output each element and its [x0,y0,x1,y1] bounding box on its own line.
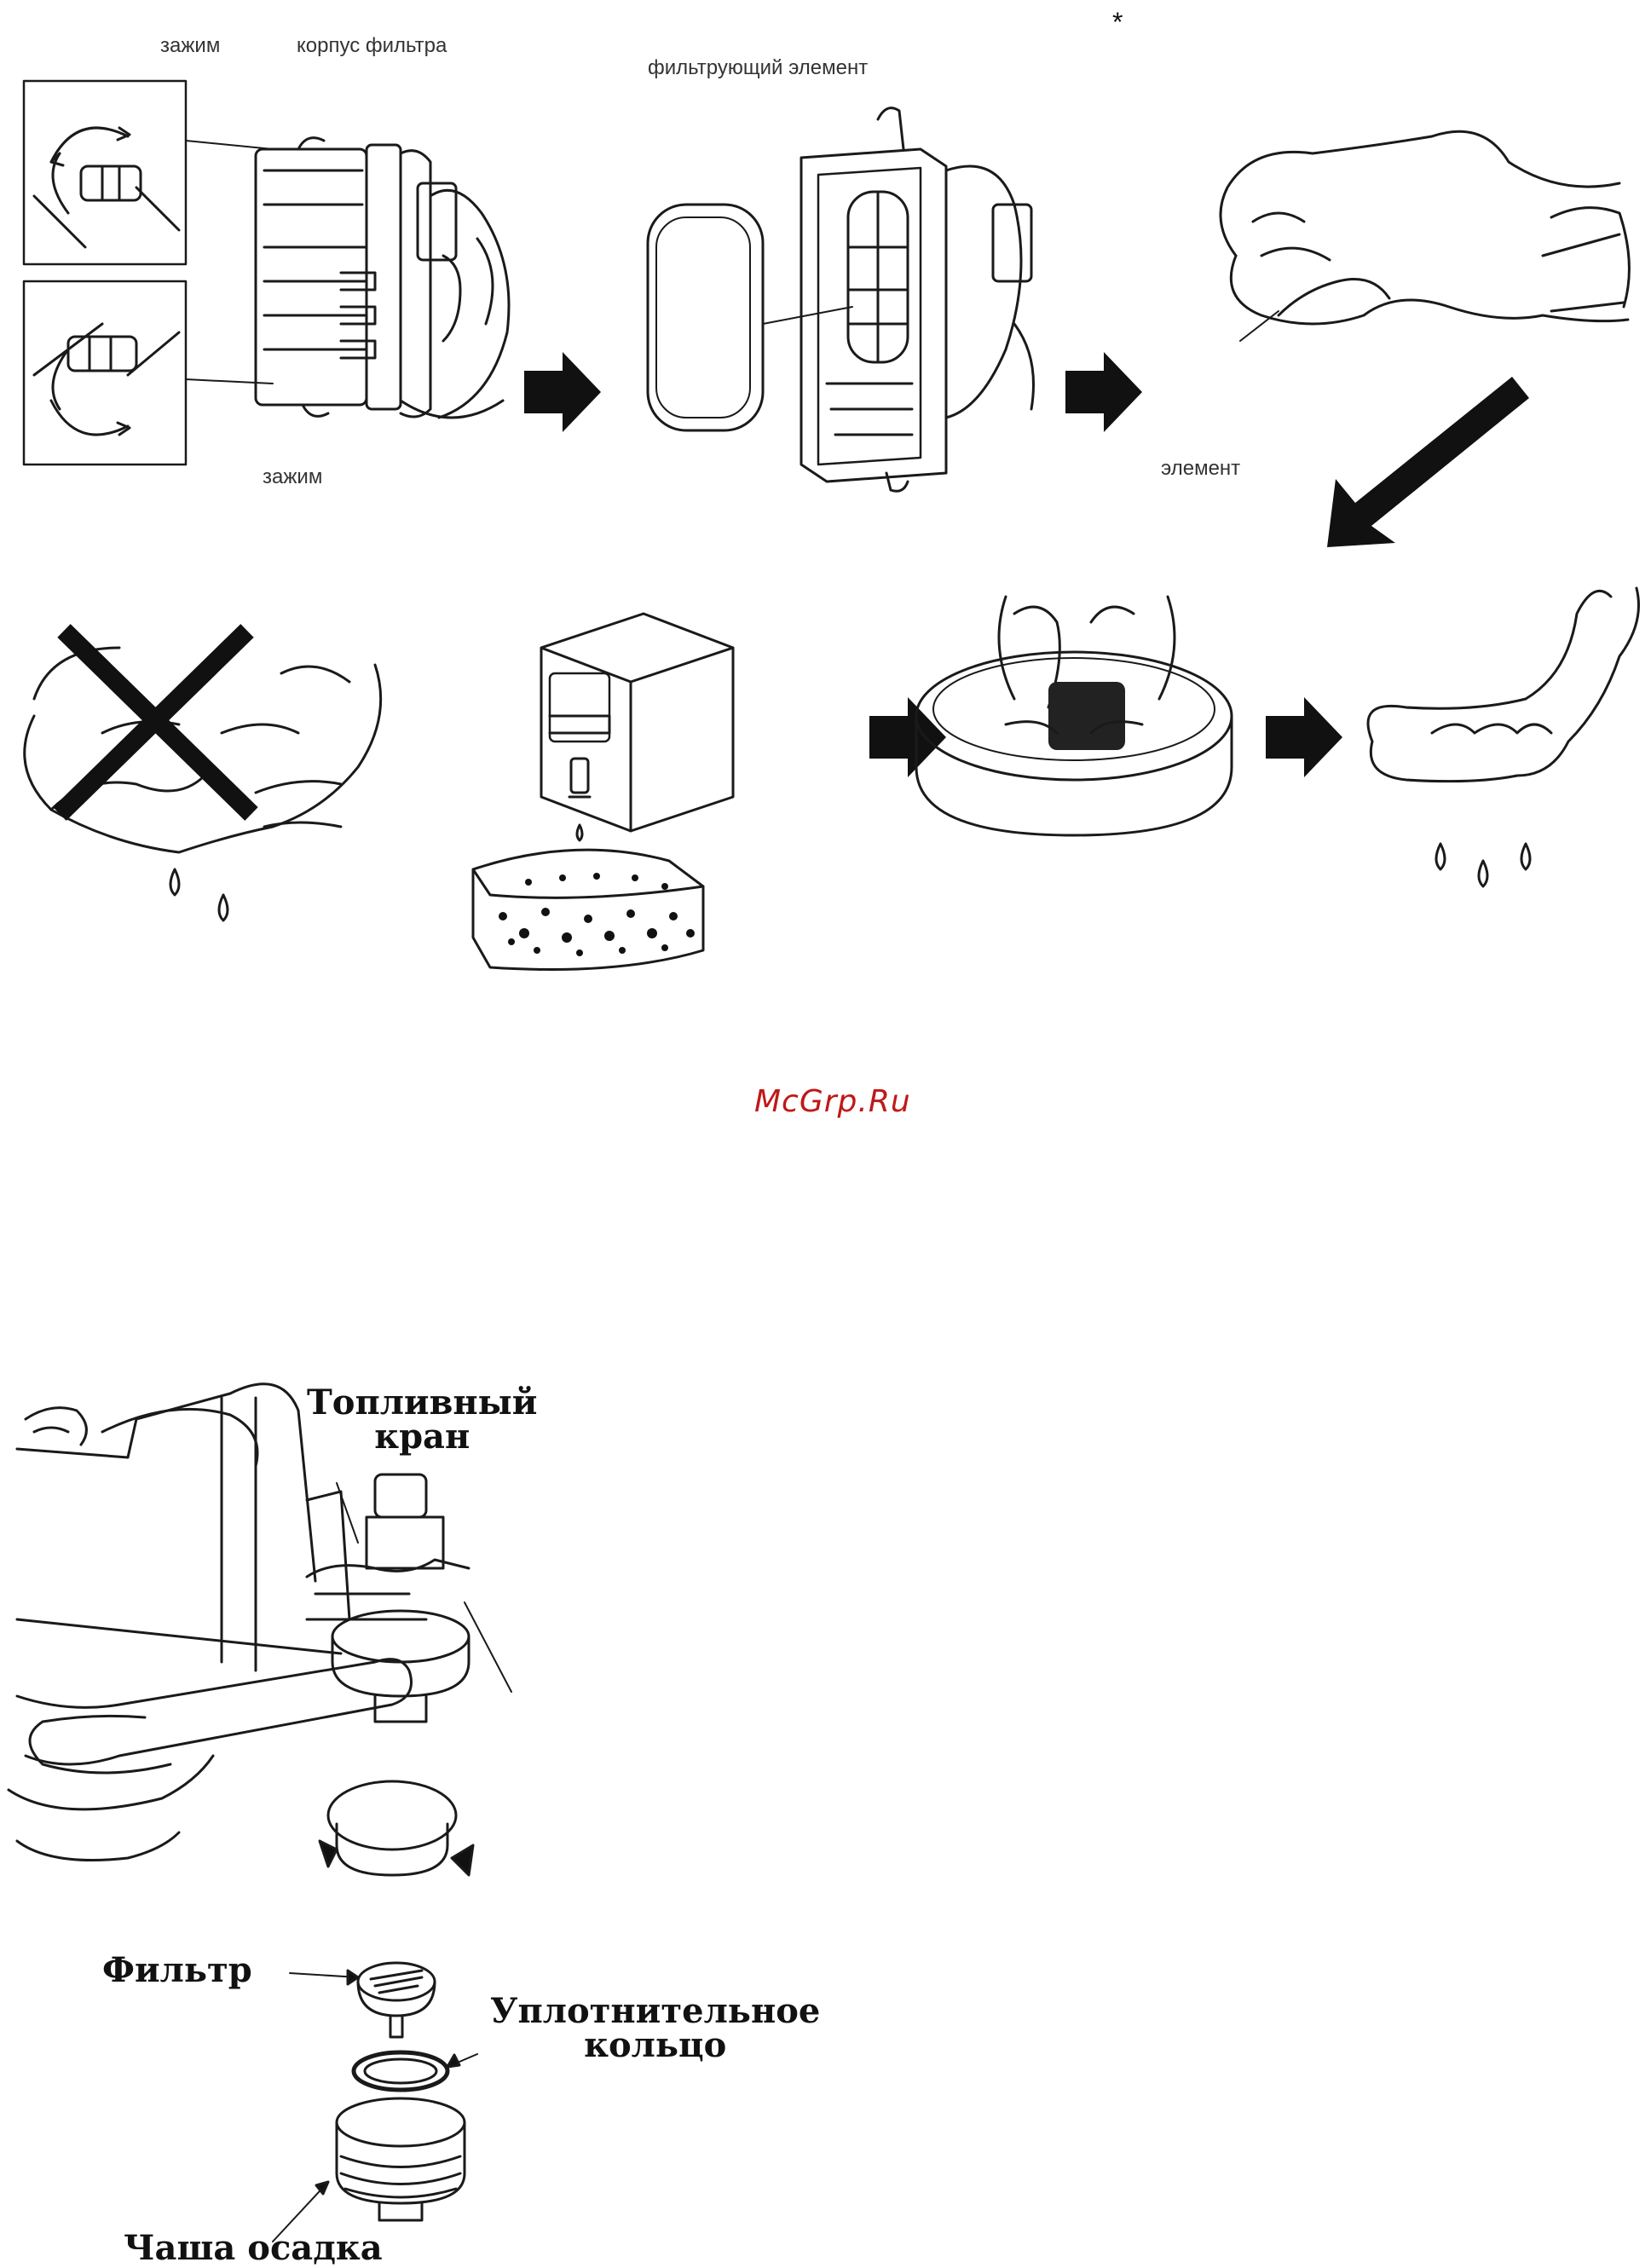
label-element: элемент [1161,459,1240,479]
prohibited-x-mark [60,631,251,814]
label-clip-bottom: зажим [263,467,322,488]
sponge-drawing [473,850,703,969]
step-arrow-diagonal [1327,377,1529,547]
label-filter: Фильтр [102,1953,252,1988]
label-filter-element: фильтрующий элемент [648,58,868,78]
sediment-cup-drawing [273,2098,465,2242]
air-cleaner-housing-drawing [24,81,509,465]
step-arrow [869,697,946,777]
washing-basin-drawing [916,597,1232,835]
label-fuel-valve: Топливный кран [307,1386,537,1454]
label-filter-housing: корпус фильтра [297,36,447,56]
o-ring-drawing [354,2052,477,2090]
step-arrow [524,352,601,432]
squeezing-element-drawing [1368,588,1639,886]
label-sediment-cup: Чаша осадка [124,2231,383,2265]
fuel-valve-drawing [9,1384,511,1875]
label-clip-top: зажим [160,36,220,56]
step-arrow [1266,697,1342,777]
label-o-ring: Уплотнительное кольцо [490,1994,820,2063]
watermark: McGrp.Ru [754,1084,911,1119]
filter-screen-drawing [290,1963,435,2037]
filter-element-drawing [648,108,1034,492]
asterisk-marker: * [1112,7,1123,38]
detergent-container-drawing [541,614,733,840]
step-arrow [1065,352,1142,432]
hand-squeezing-element-drawing [1221,131,1629,341]
